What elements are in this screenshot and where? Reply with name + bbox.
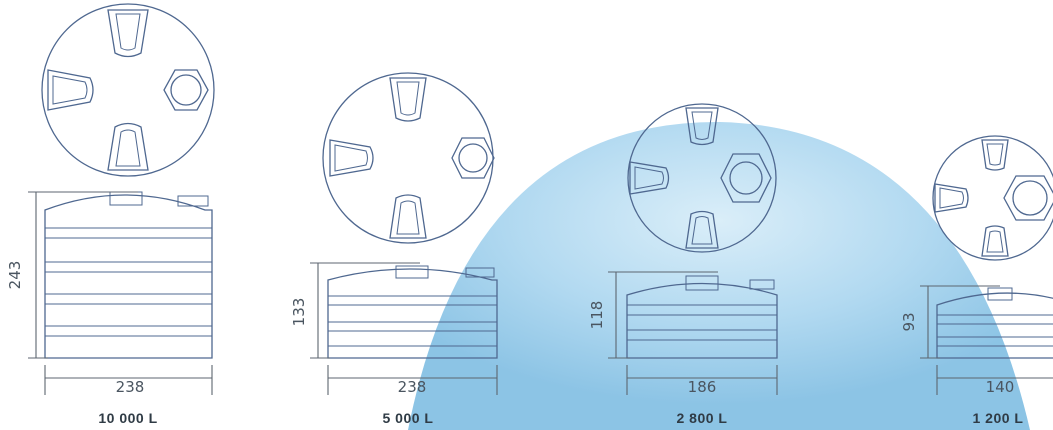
- tank-10000-width-label: 238: [116, 378, 145, 396]
- tank-5000-side-view: [327, 265, 498, 359]
- tank-1200-width-label: 140: [986, 378, 1015, 396]
- blue-backdrop-shape: [408, 121, 1030, 430]
- tank-10000-height-label: 243: [6, 261, 24, 290]
- tank-2800-height-label: 118: [588, 301, 606, 330]
- tank-10000-capacity-label: 10 000 L: [98, 410, 157, 426]
- tank-5000-dimension-lines: [310, 262, 498, 395]
- tank-1200-height-label: 93: [900, 312, 918, 331]
- tank-10000-dimension-lines: [28, 191, 213, 395]
- tank-1200-capacity-label: 1 200 L: [973, 410, 1024, 426]
- tank-2800-dimension-lines: [608, 271, 778, 395]
- tank-5000-height-label: 133: [290, 298, 308, 327]
- tank-5000-top-view: [322, 72, 495, 244]
- tank-2800-side-view: [626, 275, 778, 359]
- tank-5000-capacity-label: 5 000 L: [383, 410, 434, 426]
- tank-2800-top-view: [627, 103, 777, 253]
- tank-2800-width-label: 186: [688, 378, 717, 396]
- tank-2800-capacity-label: 2 800 L: [677, 410, 728, 426]
- tank-5000-width-label: 238: [398, 378, 427, 396]
- tank-10000-top-view: [41, 3, 215, 177]
- tank-1200-dimension-lines: [920, 285, 1053, 395]
- tank-1200-top-view: [932, 135, 1053, 261]
- tank-1200-side-view: [936, 287, 1053, 359]
- tank-10000-side-view: [44, 191, 213, 359]
